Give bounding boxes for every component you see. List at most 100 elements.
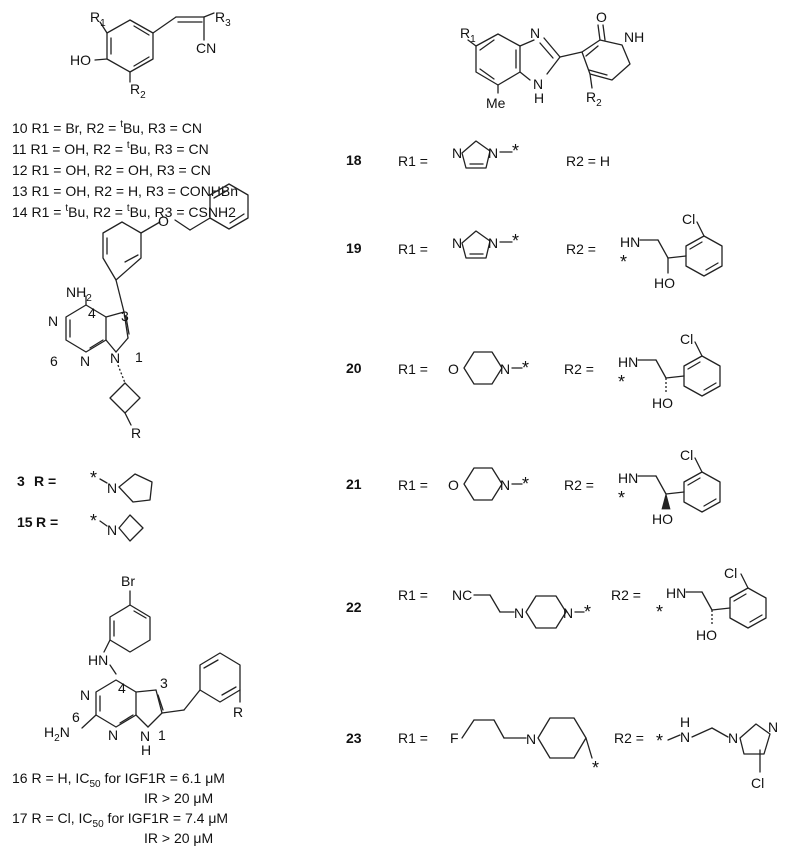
ring-bond bbox=[65, 304, 107, 353]
atom-label: R1 bbox=[90, 9, 106, 29]
ring-bond bbox=[109, 604, 151, 653]
atom-label: N bbox=[110, 350, 120, 366]
attachment-star: * bbox=[618, 372, 625, 392]
compound-row: 14 R1 = tBu, R2 = tBu, R3 = CSNH2 bbox=[12, 203, 236, 220]
atom-label: O bbox=[448, 477, 459, 493]
attachment-star: * bbox=[592, 758, 599, 778]
atom-label: N bbox=[108, 727, 118, 743]
r1-label: R1 = bbox=[398, 241, 428, 257]
compound-number: 22 bbox=[346, 599, 362, 615]
morpholine-ring bbox=[463, 351, 503, 385]
atom-label: NC bbox=[452, 587, 472, 603]
atom-label: H bbox=[141, 742, 151, 758]
ring-bond bbox=[475, 33, 521, 86]
atom-label: HO bbox=[696, 627, 717, 643]
ring-bond bbox=[729, 587, 767, 629]
compound-row: 12 R1 = OH, R2 = OH, R3 = CN bbox=[12, 162, 211, 178]
attachment-star: * bbox=[512, 231, 519, 251]
compound-number: 19 bbox=[346, 240, 362, 256]
atom-label: F bbox=[450, 730, 459, 746]
r1-label: R1 = bbox=[398, 361, 428, 377]
compound-number: 23 bbox=[346, 730, 362, 746]
atom-label: H bbox=[680, 714, 690, 730]
compound-list-a: 10 R1 = Br, R2 = tBu, R3 = CN 11 R1 = OH… bbox=[12, 119, 238, 220]
atom-label: N bbox=[140, 728, 150, 744]
atom-label: HO bbox=[652, 511, 673, 527]
atom-label: N bbox=[500, 361, 510, 377]
atom-label: N bbox=[563, 605, 573, 621]
atom-label: N bbox=[107, 522, 117, 538]
compound-row: 13 R1 = OH, R2 = H, R3 = CONHBn bbox=[12, 183, 238, 199]
compound-row-note: IR > 20 μM bbox=[144, 790, 213, 806]
atom-label: 1 bbox=[158, 727, 166, 743]
atom-label: N bbox=[500, 477, 510, 493]
atom-label: Br bbox=[121, 573, 135, 589]
atom-label: 6 bbox=[50, 353, 58, 369]
compound-number: 21 bbox=[346, 476, 362, 492]
attachment-star: * bbox=[512, 141, 519, 161]
atom-label: 3 bbox=[160, 675, 168, 691]
ring-bond bbox=[118, 473, 153, 503]
compound-number: 15 bbox=[17, 514, 33, 530]
compound-22: 22 R1 = NC N N * R2 = HN * HO Cl bbox=[346, 565, 767, 643]
ring-bond bbox=[95, 679, 137, 728]
ring-bond bbox=[109, 382, 141, 414]
attachment-star: * bbox=[90, 511, 97, 531]
r2-label: R2 = bbox=[564, 361, 594, 377]
atom-label: N bbox=[526, 731, 536, 747]
atom-label: O bbox=[448, 361, 459, 377]
ring-bond bbox=[199, 652, 241, 703]
atom-label: N bbox=[533, 76, 543, 92]
r-label: R = bbox=[34, 473, 56, 489]
atom-label: Cl bbox=[680, 447, 693, 463]
atom-label: O bbox=[596, 9, 607, 25]
atom-label: 1 bbox=[135, 349, 143, 365]
atom-label: 4 bbox=[88, 305, 96, 321]
compound-23: 23 R1 = F N * R2 = * H N N N Cl bbox=[346, 714, 778, 791]
atom-label: 3 bbox=[121, 308, 129, 324]
structure-d: R1 Me N N H O NH R2 18 R1 = N N bbox=[346, 9, 778, 791]
atom-label: Cl bbox=[724, 565, 737, 581]
attachment-star: * bbox=[522, 474, 529, 494]
attachment-star: * bbox=[620, 252, 627, 272]
atom-label: Cl bbox=[751, 775, 764, 791]
atom-label: N bbox=[488, 145, 498, 161]
r-label: R = bbox=[36, 514, 58, 530]
ring-bond bbox=[685, 235, 723, 277]
atom-label: N bbox=[768, 719, 778, 735]
atom-label: R2 bbox=[586, 89, 602, 109]
r1-label: R1 = bbox=[398, 153, 428, 169]
atom-label: N bbox=[680, 729, 690, 745]
structure-a: R1 R3 CN HO R2 10 R1 = Br, R2 = tBu, R3 … bbox=[12, 9, 238, 220]
atom-label: HO bbox=[70, 52, 91, 68]
compound-number: 20 bbox=[346, 360, 362, 376]
atom-label: N bbox=[107, 480, 117, 496]
imidazole-ring bbox=[461, 140, 491, 169]
structure-c: Br HN 4 3 6 1 N N N H H2N R bbox=[12, 573, 243, 846]
compound-number: 18 bbox=[346, 152, 362, 168]
r1-label: R1 = bbox=[398, 730, 428, 746]
ring-a-bond bbox=[106, 19, 154, 73]
attachment-star: * bbox=[618, 488, 625, 508]
ring-bond bbox=[118, 514, 144, 542]
compound-row: 16 R = H, IC50 for IGF1R = 6.1 μM bbox=[12, 770, 225, 790]
r2-label: R2 = H bbox=[566, 153, 610, 169]
atom-label: NH bbox=[624, 29, 644, 45]
atom-label: R bbox=[131, 425, 141, 441]
attachment-star: * bbox=[522, 358, 529, 378]
compound-row-note: IR > 20 μM bbox=[144, 830, 213, 846]
atom-label: N bbox=[452, 145, 462, 161]
ring-bond bbox=[581, 39, 631, 81]
compound-20: 20 R1 = O N * R2 = HN * HO Cl bbox=[346, 331, 721, 411]
atom-label: HN bbox=[666, 585, 686, 601]
r2-label: R2 = bbox=[614, 730, 644, 746]
atom-label: N bbox=[48, 313, 58, 329]
atom-label: R1 bbox=[460, 25, 476, 45]
atom-label: HN bbox=[88, 652, 108, 668]
attachment-star: * bbox=[90, 468, 97, 488]
atom-label: R3 bbox=[215, 9, 231, 29]
atom-label: R bbox=[233, 704, 243, 720]
r2-label: R2 = bbox=[611, 587, 641, 603]
